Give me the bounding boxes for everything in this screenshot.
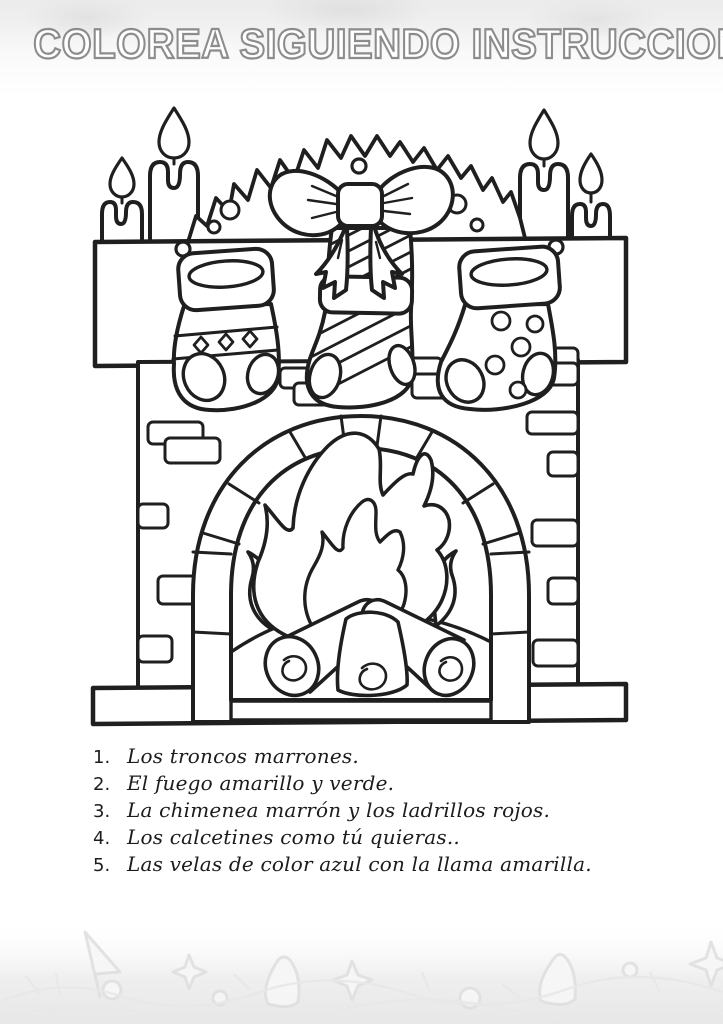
item-text: Las velas de color azul con la llama ama… — [127, 852, 592, 876]
stocking-toe — [444, 358, 486, 404]
brick-icon — [525, 410, 580, 436]
log-spiral — [438, 656, 464, 682]
stocking-toe — [387, 343, 417, 387]
brick-icon — [136, 634, 174, 664]
berry-icon — [350, 157, 368, 175]
item-number: 2. — [93, 774, 111, 795]
bow-tail — [368, 224, 404, 300]
brick-icon — [531, 638, 580, 668]
item-number: 5. — [93, 855, 111, 876]
brick-icon — [136, 502, 170, 530]
log-spiral — [281, 655, 308, 682]
dot-pattern — [484, 310, 545, 400]
ornament-shape-icon — [621, 961, 639, 979]
candle-flame-icon — [108, 156, 136, 199]
ornament-ball-icon — [219, 199, 241, 221]
bow-knot — [336, 182, 384, 228]
stocking-dots-icon — [435, 238, 565, 412]
stocking-toe — [181, 351, 227, 403]
list-item: 3. La chimenea marrón y los ladrillos ro… — [93, 798, 653, 825]
item-number: 1. — [93, 747, 111, 768]
item-text: La chimenea marrón y los ladrillos rojos… — [127, 798, 551, 822]
list-item: 5. Las velas de color azul con la llama … — [93, 852, 653, 879]
brick-icon — [546, 576, 580, 606]
item-text: Los troncos marrones. — [127, 744, 359, 768]
candle-body — [518, 162, 570, 244]
stocking-diamonds-icon — [171, 240, 281, 413]
page-title: COLOREA SIGUIENDO INSTRUCCIONES — [32, 19, 723, 68]
list-item: 4. Los calcetines como tú quieras.. — [93, 825, 653, 852]
star-shape-icon — [171, 953, 208, 991]
list-item: 1. Los troncos marrones. — [93, 744, 653, 771]
candle-body — [100, 200, 144, 244]
festive-border-top — [0, 0, 723, 96]
ornament-ball-icon — [206, 219, 222, 235]
diamond-pattern — [217, 332, 235, 352]
candle-flame-icon — [578, 152, 604, 195]
candle-flame-icon — [528, 108, 560, 161]
item-text: Los calcetines como tú quieras.. — [127, 825, 460, 849]
stocking-heel — [520, 351, 556, 397]
candles-right-icon — [518, 108, 612, 244]
bow-icon — [267, 157, 455, 300]
brick-icon — [530, 518, 580, 548]
stocking-heel — [245, 352, 281, 396]
arch-joints — [191, 414, 531, 636]
bell-shape-icon — [83, 930, 122, 999]
candle-body — [570, 202, 612, 244]
candle-body — [148, 160, 200, 244]
bell-shape-icon — [538, 952, 577, 1006]
pine-needles — [0, 971, 723, 1024]
page-title-wrap: COLOREA SIGUIENDO INSTRUCCIONES — [0, 19, 723, 68]
diamond-pattern — [241, 329, 259, 349]
item-number: 4. — [93, 828, 111, 849]
fireplace-coloring-illustration — [90, 106, 629, 727]
item-number: 3. — [93, 801, 111, 822]
festive-border-bottom — [0, 902, 723, 1024]
brick-icon — [163, 436, 222, 465]
firebox-floor — [229, 699, 493, 722]
fire-icon — [246, 431, 458, 647]
instruction-list: 1. Los troncos marrones. 2. El fuego ama… — [93, 744, 653, 879]
log-spiral — [358, 662, 388, 691]
stocking-heel — [307, 352, 343, 400]
candles-left-icon — [100, 106, 200, 244]
ornament-ball-icon — [469, 217, 485, 233]
bow-creases — [306, 182, 414, 260]
candle-flame-icon — [157, 106, 191, 160]
festive-border-art — [0, 920, 723, 1024]
bell-shape-icon — [264, 955, 301, 1009]
logs-icon — [263, 597, 476, 698]
brick-icon — [546, 450, 580, 478]
star-shape-icon — [688, 940, 723, 988]
bow-tail — [314, 224, 350, 300]
item-text: El fuego amarillo y verde. — [127, 771, 395, 795]
list-item: 2. El fuego amarillo y verde. — [93, 771, 653, 798]
